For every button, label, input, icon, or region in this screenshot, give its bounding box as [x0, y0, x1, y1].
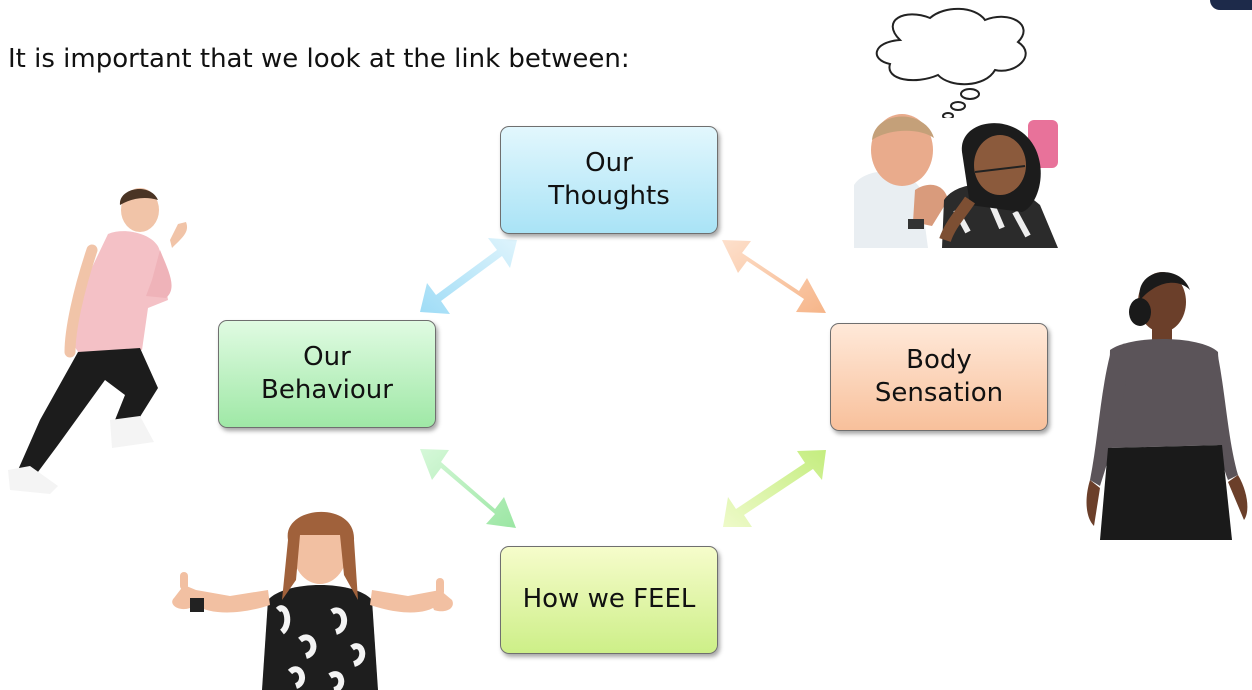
box-our-behaviour-label: Our Behaviour — [261, 341, 393, 405]
arrow-thoughts-behaviour — [420, 238, 517, 314]
arrow-thoughts-body — [722, 240, 826, 313]
corner-decoration — [1210, 0, 1252, 10]
running-man-photo — [8, 188, 188, 494]
box-how-we-feel: How we FEEL — [500, 546, 718, 654]
box-body-sensation: Body Sensation — [830, 323, 1048, 431]
box-our-thoughts: Our Thoughts — [500, 126, 718, 234]
thinking-people-photo — [854, 114, 1059, 248]
box-our-thoughts-label: Our Thoughts — [548, 147, 670, 211]
box-how-we-feel-label: How we FEEL — [522, 584, 696, 615]
box-our-behaviour: Our Behaviour — [218, 320, 436, 428]
thought-bubble-icon — [875, 7, 1027, 120]
box-body-sensation-label: Body Sensation — [874, 344, 1004, 408]
thumbs-up-woman-photo — [172, 511, 453, 690]
arrow-behaviour-feel — [420, 449, 516, 528]
arrow-body-feel — [723, 450, 826, 527]
heading-text: It is important that we look at the link… — [8, 44, 630, 74]
standing-woman-photo — [1086, 272, 1248, 540]
